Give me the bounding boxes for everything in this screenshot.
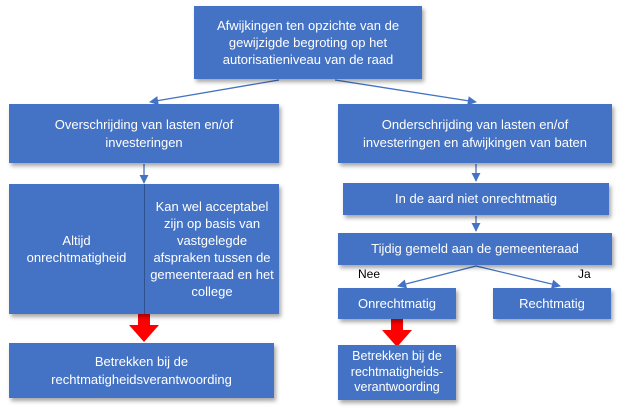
- red-arrow-right: [382, 318, 412, 347]
- split-divider: [144, 184, 145, 314]
- split-right-text: Kan wel acceptabel zijn op basis van vas…: [150, 198, 274, 300]
- arrow-step2-to-no: [397, 265, 477, 289]
- arrow-top-to-left: [149, 79, 280, 106]
- branch-no-label: Nee: [358, 267, 381, 281]
- split-right-cell: Kan wel acceptabel zijn op basis van vas…: [145, 184, 279, 314]
- left-header-box: Overschrijding van lasten en/of invester…: [9, 104, 279, 163]
- split-left-text: Altijd onrechtmatigheid: [26, 232, 127, 265]
- branch-yes-label: Ja: [578, 267, 591, 281]
- step1-box: In de aard niet onrechtmatig: [343, 183, 609, 215]
- left-header-text: Overschrijding van lasten en/of invester…: [54, 117, 234, 150]
- arrow-step2-to-yes: [475, 265, 561, 289]
- split-left-cell: Altijd onrechtmatigheid: [9, 184, 144, 314]
- yes-result-box: Rechtmatig: [493, 288, 611, 319]
- no-result-box: Onrechtmatig: [338, 288, 456, 319]
- no-result-text: Onrechtmatig: [357, 295, 437, 311]
- left-result-box: Betrekken bij de rechtmatigheidsverantwo…: [9, 343, 274, 398]
- step2-text: Tijdig gemeld aan de gemeenteraad: [371, 241, 579, 257]
- top-box-text: Afwijkingen ten opzichte van de gewijzig…: [216, 17, 400, 68]
- left-result-text: Betrekken bij de rechtmatigheidsverantwo…: [51, 354, 232, 387]
- final-result-text: Betrekken bij de rechtmatigheids-verantw…: [350, 349, 444, 395]
- arrow-top-to-right: [334, 79, 477, 106]
- final-result-box: Betrekken bij de rechtmatigheids-verantw…: [338, 345, 456, 400]
- right-header-box: Onderschrijding van lasten en/of investe…: [338, 104, 612, 163]
- red-arrow-left: [129, 313, 159, 342]
- step2-box: Tijdig gemeld aan de gemeenteraad: [338, 233, 612, 265]
- top-box: Afwijkingen ten opzichte van de gewijzig…: [194, 6, 422, 79]
- right-header-text: Onderschrijding van lasten en/of investe…: [362, 117, 588, 150]
- step1-text: In de aard niet onrechtmatig: [395, 191, 557, 207]
- left-split-box: Altijd onrechtmatigheid Kan wel acceptab…: [9, 184, 279, 314]
- yes-result-text: Rechtmatig: [519, 295, 585, 311]
